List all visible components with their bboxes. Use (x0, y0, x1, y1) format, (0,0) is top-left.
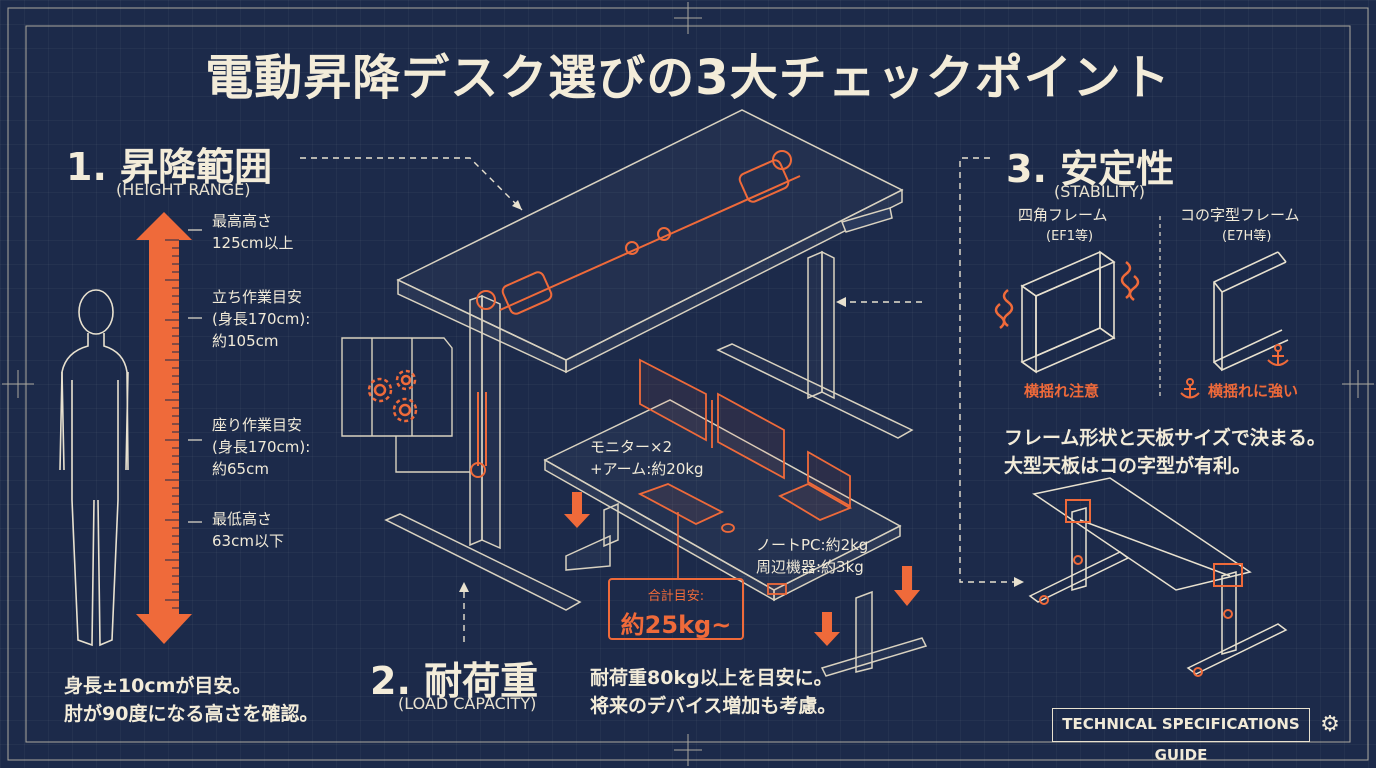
desk-devices (637, 358, 853, 595)
desk-main (384, 109, 914, 611)
gear-icon: ⚙ (1320, 712, 1340, 737)
detail-gears (367, 369, 418, 423)
shake-lines (994, 261, 1140, 329)
standing-height-label: 立ち作業目安 (身長170cm): 約105cm (212, 288, 311, 350)
square-frame (1020, 250, 1116, 374)
load-arrows (564, 492, 920, 646)
load-capacity-subheading: (LOAD CAPACITY) (398, 694, 537, 713)
leg-actuator (470, 392, 487, 478)
stability-heading: 3. 安定性 (1006, 147, 1175, 191)
c-frame-desk-frame (1028, 477, 1288, 675)
square-frame-label: 四角フレーム (1018, 206, 1108, 224)
spec-guide-badge: TECHNICAL SPECIFICATIONS GUIDE (1052, 708, 1310, 764)
page-title: 電動昇降デスク選びの3大チェックポイント (205, 50, 1171, 106)
motor-rod (476, 150, 801, 315)
total-load-label: 合計目安: (647, 589, 705, 604)
sitting-height-label: 座り作業目安 (身長170cm): 約65cm (212, 416, 311, 478)
square-frame-model: (EF1等) (1046, 229, 1094, 244)
height-range-subheading: (HEIGHT RANGE) (116, 180, 251, 199)
desk-load (543, 399, 928, 677)
load-capacity-heading: 2. 耐荷重 (370, 659, 539, 703)
anchor-icon (1180, 344, 1289, 399)
leader-arrowheads (459, 200, 1024, 592)
c-frame-model: (E7H等) (1222, 229, 1272, 244)
stability-note: フレーム形状と天板サイズで決まる。 大型天板はコの字型が有利。 (1004, 427, 1326, 477)
human-silhouette (59, 289, 129, 647)
c-frame (1213, 251, 1289, 372)
monitor-load-label: モニター×2 +アーム:約20kg (590, 438, 704, 478)
height-ruler (136, 212, 192, 644)
height-note: 身長±10cmが目安。 肘が90度になる高さを確認。 (64, 675, 319, 725)
c-frame-label: コの字型フレーム (1180, 206, 1300, 224)
dashed-leaders (300, 157, 1018, 642)
c-frame-strength: 横揺れに強い (1208, 382, 1299, 400)
total-load-value: 約25kg~ (620, 611, 732, 639)
height-range-heading: 1. 昇降範囲 (66, 145, 273, 189)
load-note: 耐荷重80kg以上を目安に。 将来のデバイス増加も考慮。 (590, 667, 837, 717)
laptop-load-label: ノートPC:約2kg 周辺機器:約3kg (756, 536, 869, 576)
min-height-label: 最低高さ 63cm以下 (212, 510, 284, 550)
max-height-label: 最高高さ 125cm以上 (212, 212, 294, 252)
ruler-leaders (188, 229, 202, 523)
stability-subheading: (STABILITY) (1054, 182, 1145, 201)
total-load-box: 合計目安: 約25kg~ (608, 578, 744, 640)
c-frame-joints (1039, 499, 1243, 677)
square-frame-warning: 横揺れ注意 (1024, 382, 1100, 400)
